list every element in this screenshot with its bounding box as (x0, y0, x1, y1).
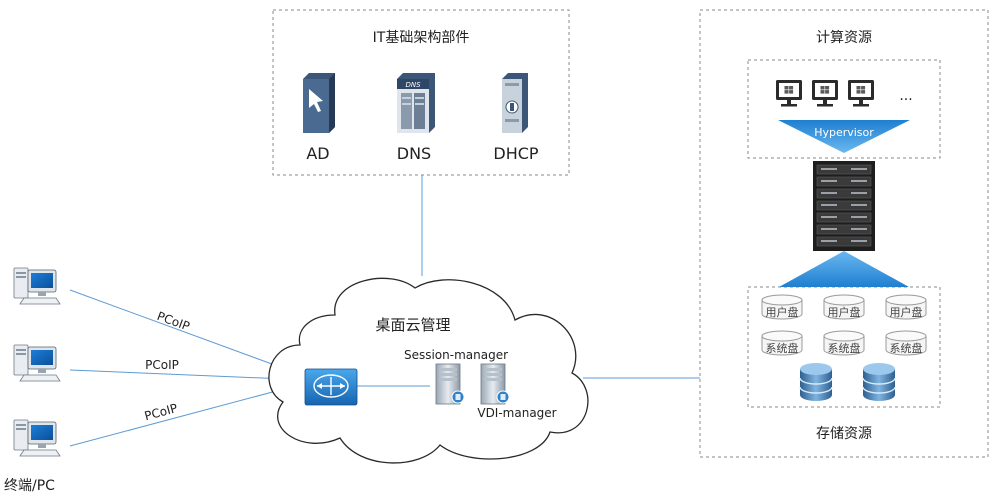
router-icon (304, 368, 358, 406)
dns-icon-text: DNS (405, 81, 421, 89)
it-infra-box (272, 9, 570, 176)
pc-icon-2 (13, 344, 61, 382)
user-disk-label-3: 用户盘 (890, 305, 923, 319)
resources-box (699, 9, 989, 458)
storage-triangle (779, 251, 909, 287)
vm-monitor-icon-1 (776, 80, 802, 107)
compute-ellipsis: ... (899, 88, 912, 104)
link-pc3-router (69, 381, 311, 447)
vm-monitor-icon-2 (812, 80, 838, 107)
pc-icon-1 (13, 267, 61, 305)
hypervisor-label: Hypervisor (814, 126, 874, 139)
system-disk-label-3: 系统盘 (890, 341, 923, 355)
server-rack-icon (813, 161, 875, 251)
system-disk-label-1: 系统盘 (766, 341, 799, 355)
storage-title: 存储资源 (816, 426, 872, 442)
compute-title: 计算资源 (816, 30, 872, 46)
pcoip-label-2: PCoIP (145, 358, 179, 372)
vm-monitor-icon-3 (848, 80, 874, 107)
pcoip-label-1: PCoIP (155, 309, 191, 334)
hypervisor-triangle (778, 120, 910, 153)
session-manager-server-icon (435, 363, 465, 405)
vdi-manager-server-icon (480, 363, 510, 405)
compute-inner-box (747, 59, 941, 159)
dns-icon: DNS (397, 73, 435, 133)
it-infra-title: IT基础架构部件 (373, 29, 470, 46)
dns-label: DNS (397, 144, 431, 163)
link-pc1-router (69, 289, 311, 379)
pc-icon-3 (13, 419, 61, 457)
dhcp-icon (502, 73, 528, 133)
ad-label: AD (306, 144, 329, 163)
vdi-manager-label: VDI-manager (477, 406, 556, 420)
pcoip-label-3: PCoIP (143, 401, 179, 423)
session-manager-label: Session-manager (404, 348, 508, 362)
desktop-cloud (268, 277, 589, 464)
database-icon-1 (799, 362, 833, 402)
dhcp-label: DHCP (493, 144, 539, 163)
user-disk-label-1: 用户盘 (766, 305, 799, 319)
ad-icon (303, 73, 335, 133)
database-icon-2 (862, 362, 896, 402)
system-disk-label-2: 系统盘 (828, 341, 861, 355)
terminal-label: 终端/PC (4, 478, 55, 494)
user-disk-label-2: 用户盘 (828, 305, 861, 319)
cloud-title: 桌面云管理 (375, 316, 450, 334)
